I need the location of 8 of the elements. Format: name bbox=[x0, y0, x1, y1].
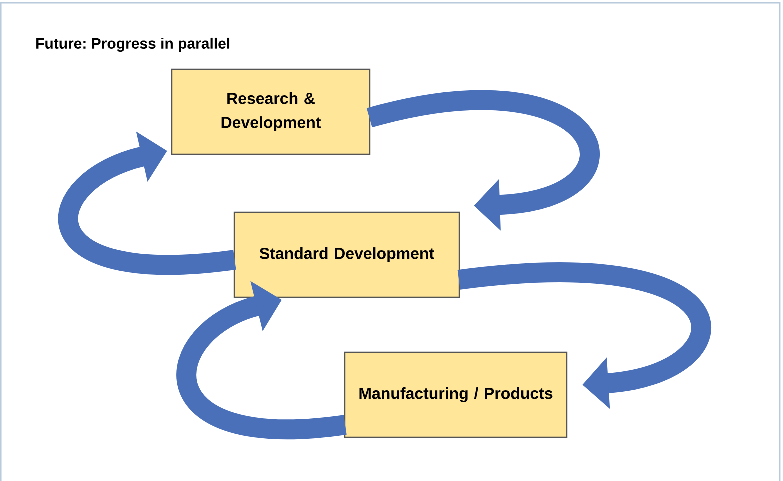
curved-arrow bbox=[58, 132, 236, 275]
curved-arrow bbox=[367, 90, 600, 231]
curved-arrow bbox=[176, 281, 346, 440]
process-box: Manufacturing / Products bbox=[344, 352, 568, 438]
title: Future: Progress in parallel bbox=[36, 38, 230, 52]
process-box: Research & Development bbox=[171, 68, 371, 156]
process-box: Standard Development bbox=[234, 212, 460, 298]
curved-arrow bbox=[458, 263, 712, 410]
